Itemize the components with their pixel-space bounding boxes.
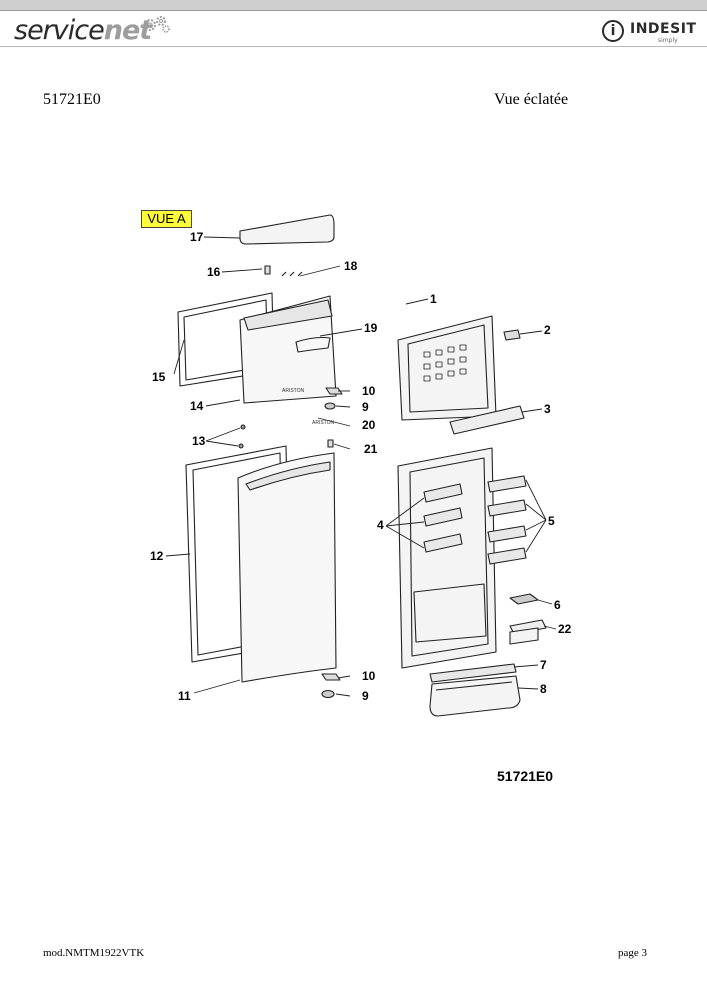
callout-2: 2 bbox=[544, 323, 551, 337]
callout-1: 1 bbox=[430, 292, 437, 306]
header-rule bbox=[0, 46, 707, 47]
callout-4: 4 bbox=[377, 518, 384, 532]
callout-8: 8 bbox=[540, 682, 547, 696]
callout-14: 14 bbox=[190, 399, 204, 413]
document-code: 51721E0 bbox=[43, 91, 101, 108]
loose-nameplate: ARISTON bbox=[312, 420, 335, 426]
callout-19: 19 bbox=[364, 321, 378, 335]
callout-5: 5 bbox=[548, 514, 555, 528]
callout-9-top: 9 bbox=[362, 400, 369, 414]
callout-12: 12 bbox=[150, 549, 164, 563]
indesit-brand-name: INDESIT bbox=[630, 21, 697, 37]
footer-model: mod.NMTM1922VTK bbox=[43, 947, 145, 959]
logo-service-text: service bbox=[14, 15, 105, 46]
indesit-tagline: simply bbox=[658, 37, 678, 44]
callout-21: 21 bbox=[364, 442, 378, 456]
callout-15: 15 bbox=[152, 370, 166, 384]
callout-18: 18 bbox=[344, 259, 358, 273]
indesit-logo: i INDESIT simply bbox=[602, 20, 698, 46]
callout-17: 17 bbox=[190, 230, 204, 244]
callout-10-bottom: 10 bbox=[362, 669, 376, 683]
footer-page-number: page 3 bbox=[618, 947, 648, 959]
callout-9-bottom: 9 bbox=[362, 689, 369, 703]
indesit-i-icon: i bbox=[602, 20, 624, 42]
door-nameplate: ARISTON bbox=[282, 388, 305, 394]
callout-7: 7 bbox=[540, 658, 547, 672]
diagram-reference-code: 51721E0 bbox=[497, 768, 554, 784]
callout-6: 6 bbox=[554, 598, 561, 612]
callout-22: 22 bbox=[558, 622, 572, 636]
callout-3: 3 bbox=[544, 402, 551, 416]
gears-icon bbox=[144, 16, 170, 33]
header-top-line bbox=[0, 10, 707, 11]
callout-10-top: 10 bbox=[362, 384, 376, 398]
callout-13: 13 bbox=[192, 434, 206, 448]
servicenet-logo: servicenet bbox=[14, 15, 152, 46]
document-title: Vue éclatée bbox=[494, 91, 569, 108]
exploded-view-diagram: ARISTON ARISTON bbox=[140, 200, 580, 730]
callout-11: 11 bbox=[178, 689, 191, 703]
callout-20: 20 bbox=[362, 418, 376, 432]
logo-net-text: net bbox=[103, 15, 152, 46]
header-top-bar bbox=[0, 0, 707, 10]
view-label: VUE A bbox=[141, 210, 192, 228]
callout-16: 16 bbox=[207, 265, 221, 279]
